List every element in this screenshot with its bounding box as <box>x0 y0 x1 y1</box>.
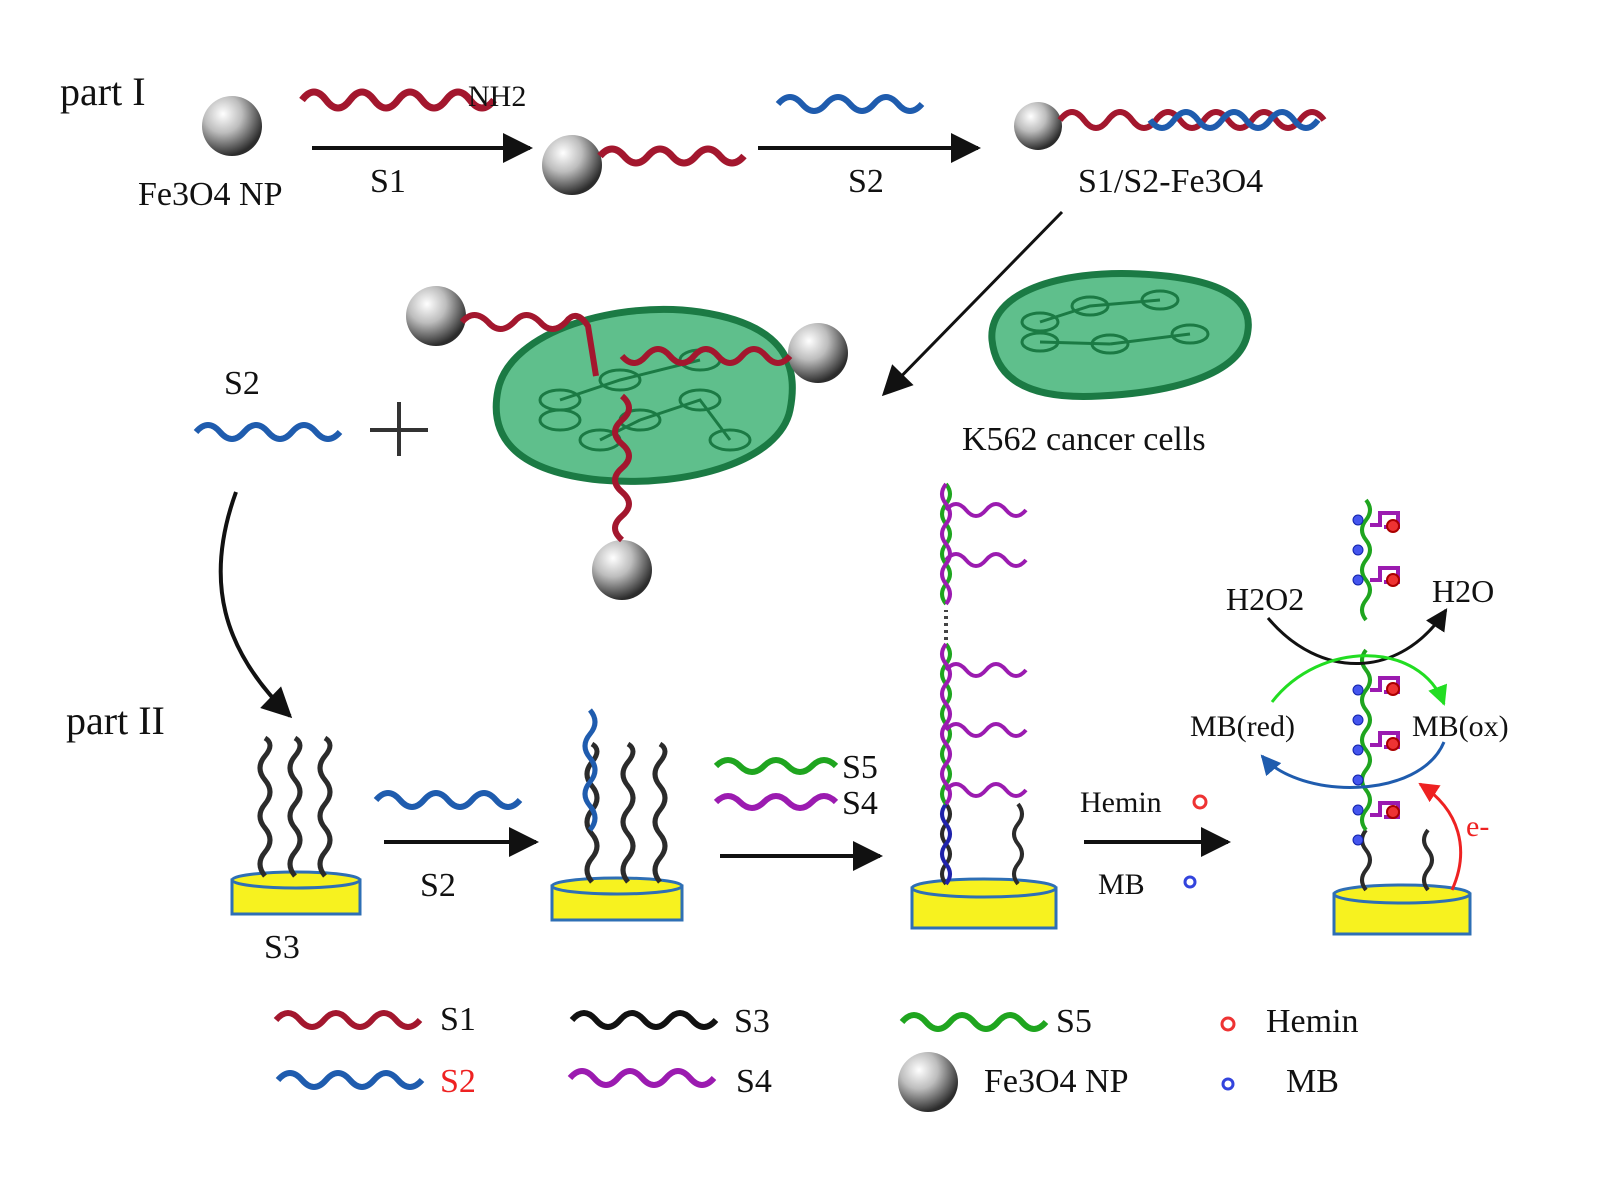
s1-s2-fe3o4-nanoparticle-icon <box>1014 102 1062 150</box>
nh2-label: NH2 <box>468 80 526 113</box>
legend-hemin-label: Hemin <box>1266 1003 1359 1040</box>
legend-mb-icon <box>1221 1077 1235 1091</box>
arrow-s2-label: S2 <box>420 867 456 904</box>
bound-k562-cell <box>492 305 796 485</box>
fe3o4-nanoparticle-icon <box>202 96 262 156</box>
fe3o4-s1-nanoparticle-icon <box>542 135 602 195</box>
legend-s3-label: S3 <box>734 1003 770 1040</box>
legend-s4-label: S4 <box>736 1063 772 1100</box>
legend-s5-label: S5 <box>1056 1003 1092 1040</box>
bound-np-right-icon <box>788 323 848 383</box>
bound-s1-strand-a <box>459 312 599 377</box>
legend-fe3o4-label: Fe3O4 NP <box>984 1063 1129 1100</box>
hcr-stack-3 <box>940 482 1028 886</box>
cells-s2-strand <box>193 422 343 442</box>
hcr-stack-4 <box>1360 498 1434 892</box>
electrode-1 <box>230 870 362 916</box>
electron-label: e- <box>1466 810 1489 843</box>
legend-s5-swatch <box>899 1012 1049 1032</box>
electrode-4 <box>1332 883 1472 936</box>
mb-step-label: MB <box>1098 868 1145 901</box>
mb-markers <box>1352 514 1364 846</box>
h2o2-label: H2O2 <box>1226 581 1304 617</box>
hemin-step-label: Hemin <box>1080 786 1162 819</box>
s1-s2-fe3o4-label: S1/S2-Fe3O4 <box>1078 163 1263 200</box>
electron-transfer-arrow <box>1418 782 1463 891</box>
step-s2-label: S2 <box>848 163 884 200</box>
hemin-markers <box>1386 519 1400 819</box>
mb-step-icon <box>1183 875 1197 889</box>
bound-np-topleft-icon <box>406 286 466 346</box>
cells-s2-label: S2 <box>224 365 260 402</box>
s1-s2-duplex-s1 <box>1057 109 1327 131</box>
s2-strand <box>775 94 925 114</box>
electrode-2 <box>550 876 684 922</box>
mb-ox-label: MB(ox) <box>1412 710 1509 743</box>
legend-s3-swatch <box>569 1010 719 1030</box>
electrode-3 <box>910 877 1058 930</box>
s5-label: S5 <box>842 749 878 786</box>
part2-title: part II <box>66 698 165 743</box>
mb-oxidation-arrow <box>1270 654 1448 706</box>
electrode-s3-label: S3 <box>264 929 300 966</box>
s2-hybridized-strand-2 <box>582 708 598 832</box>
s5-strand-label-icon <box>713 757 839 775</box>
legend-fe3o4-icon <box>898 1052 958 1112</box>
bound-np-bottom-icon <box>592 540 652 600</box>
legend-s1-swatch <box>273 1010 423 1030</box>
mb-red-label: MB(red) <box>1190 710 1295 743</box>
legend-s1-label: S1 <box>440 1001 476 1038</box>
arrow-down-to-part2 <box>218 491 293 719</box>
part1-title: part I <box>60 69 146 114</box>
s3-probes-2 <box>584 741 668 884</box>
hemin-step-icon <box>1192 794 1208 810</box>
legend: S1 S2 S3 S4 S5 Fe3O4 NP Hemin MB <box>273 1001 1359 1112</box>
step-s1-label: S1 <box>370 163 406 200</box>
s3-probes-1 <box>257 735 333 878</box>
part2-s2-strand <box>373 790 523 810</box>
k562-cancer-cell <box>988 270 1252 400</box>
legend-s2-label: S2 <box>440 1063 476 1100</box>
fe3o4-np-label: Fe3O4 NP <box>138 176 283 213</box>
s4-strand-label-icon <box>713 793 839 811</box>
h2o2-to-h2o-arrow <box>1266 608 1448 665</box>
mb-reduction-arrow <box>1260 741 1446 789</box>
arrow-to-cells <box>881 210 1064 397</box>
s1-s2-duplex-s2 <box>1147 109 1321 131</box>
s1-nh2-strand <box>299 88 497 112</box>
bound-s1-strand-b <box>619 346 793 366</box>
bound-s1-strand-c <box>612 393 632 543</box>
legend-s4-swatch <box>567 1068 717 1088</box>
k562-label: K562 cancer cells <box>962 421 1206 458</box>
s4-label: S4 <box>842 785 878 822</box>
plus-icon <box>370 402 428 456</box>
legend-hemin-icon <box>1220 1016 1236 1032</box>
legend-mb-label: MB <box>1286 1063 1339 1100</box>
s1-bound-strand <box>597 145 747 167</box>
h2o-label: H2O <box>1432 573 1494 609</box>
legend-s2-swatch <box>275 1070 425 1090</box>
